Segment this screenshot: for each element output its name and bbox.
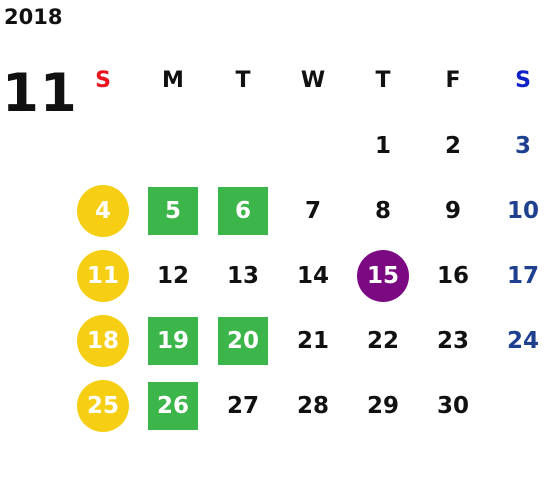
day-cell-10[interactable]: 10 [488, 178, 548, 243]
day-number: 30 [436, 392, 469, 419]
day-number: 13 [226, 262, 259, 289]
day-cell-12[interactable]: 12 [138, 243, 208, 308]
day-number: 21 [296, 327, 329, 354]
day-cell-18[interactable]: 18 [68, 308, 138, 373]
day-number: 28 [296, 392, 329, 419]
day-number: 18 [86, 327, 119, 354]
day-number: 12 [156, 262, 189, 289]
day-cell-27[interactable]: 27 [208, 373, 278, 438]
day-cell-20[interactable]: 20 [208, 308, 278, 373]
day-number: 5 [164, 197, 181, 224]
day-number: 8 [374, 197, 391, 224]
day-number: 15 [366, 262, 399, 289]
day-number: 29 [366, 392, 399, 419]
day-number: 24 [506, 327, 539, 354]
day-number: 10 [506, 197, 539, 224]
day-cell-13[interactable]: 13 [208, 243, 278, 308]
day-cell-6[interactable]: 6 [208, 178, 278, 243]
day-highlight-square-green [148, 316, 198, 365]
weekday-header-wednesday: W [300, 68, 326, 93]
weekday-header-sunday: S [95, 68, 111, 93]
weekday-header-friday: F [445, 68, 461, 93]
day-cell-16[interactable]: 16 [418, 243, 488, 308]
day-number: 1 [374, 132, 391, 159]
day-highlight-square-green [148, 186, 198, 235]
day-number: 16 [436, 262, 469, 289]
day-highlight-circle-yellow [77, 249, 129, 302]
day-cell-5[interactable]: 5 [138, 178, 208, 243]
weekday-header-tuesday: T [235, 68, 251, 93]
day-number: 4 [94, 197, 111, 224]
day-cell-25[interactable]: 25 [68, 373, 138, 438]
day-cell-9[interactable]: 9 [418, 178, 488, 243]
day-cell-14[interactable]: 14 [278, 243, 348, 308]
day-number: 22 [366, 327, 399, 354]
day-cell-1[interactable]: 1 [348, 113, 418, 178]
day-highlight-square-green [218, 316, 268, 365]
day-cell-21[interactable]: 21 [278, 308, 348, 373]
day-cell-28[interactable]: 28 [278, 373, 348, 438]
day-number: 7 [304, 197, 321, 224]
day-highlight-circle-purple [357, 249, 409, 302]
day-cell-30[interactable]: 30 [418, 373, 488, 438]
day-number: 6 [234, 197, 251, 224]
day-highlight-square-green [148, 381, 198, 430]
day-number: 26 [156, 392, 189, 419]
day-number: 11 [86, 262, 119, 289]
day-cell-19[interactable]: 19 [138, 308, 208, 373]
day-cell-17[interactable]: 17 [488, 243, 548, 308]
day-number: 27 [226, 392, 259, 419]
day-number: 2 [444, 132, 461, 159]
day-cell-22[interactable]: 22 [348, 308, 418, 373]
day-highlight-circle-yellow [77, 184, 129, 237]
month-number: 11 [2, 63, 78, 124]
day-number: 3 [514, 132, 531, 159]
weekday-header-thursday: T [375, 68, 391, 93]
day-cell-2[interactable]: 2 [418, 113, 488, 178]
year-label: 2018 [4, 5, 63, 29]
day-cell-7[interactable]: 7 [278, 178, 348, 243]
day-number: 19 [156, 327, 189, 354]
day-highlight-square-green [218, 186, 268, 235]
day-number: 9 [444, 197, 461, 224]
day-cell-4[interactable]: 4 [68, 178, 138, 243]
day-cell-23[interactable]: 23 [418, 308, 488, 373]
day-number: 17 [506, 262, 539, 289]
day-cell-29[interactable]: 29 [348, 373, 418, 438]
day-cell-8[interactable]: 8 [348, 178, 418, 243]
weekday-header-saturday: S [515, 68, 531, 93]
day-cell-24[interactable]: 24 [488, 308, 548, 373]
day-number: 14 [296, 262, 329, 289]
day-number: 20 [226, 327, 259, 354]
day-highlight-circle-yellow [77, 379, 129, 432]
day-number: 25 [86, 392, 119, 419]
day-highlight-circle-yellow [77, 314, 129, 367]
day-number: 23 [436, 327, 469, 354]
day-cell-15[interactable]: 15 [348, 243, 418, 308]
day-cell-26[interactable]: 26 [138, 373, 208, 438]
day-cell-3[interactable]: 3 [488, 113, 548, 178]
day-cell-11[interactable]: 11 [68, 243, 138, 308]
weekday-header-monday: M [162, 68, 184, 93]
